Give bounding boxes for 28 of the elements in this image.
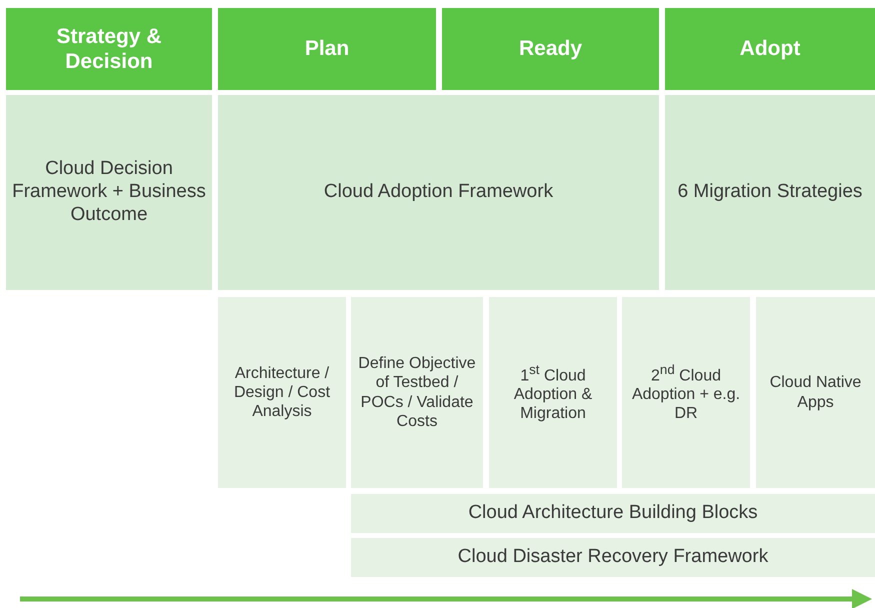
activity-panel — [351, 297, 483, 488]
content-panel — [665, 95, 875, 290]
bar-text: Cloud Architecture Building Blocks — [468, 502, 758, 525]
phase-header — [442, 8, 659, 90]
panel-text: Cloud Decision Framework + Business Outcome — [11, 158, 207, 227]
panel-text: Cloud Adoption Framework — [324, 181, 554, 204]
activity-text: Cloud Native Apps — [768, 373, 862, 412]
activity-panel — [489, 297, 617, 488]
phase-title: Plan — [304, 36, 350, 62]
phase-title: Strategy & Decision — [55, 24, 163, 74]
bar-text: Cloud Disaster Recovery Framework — [458, 546, 768, 569]
content-panel — [218, 95, 659, 290]
phase-header — [218, 8, 436, 90]
activity-panel — [756, 297, 875, 488]
activity-text: 2$^{nd}$ Cloud Adoption + e.g. DR — [630, 362, 742, 424]
phase-header — [665, 8, 875, 90]
framework-bar — [351, 494, 875, 533]
activity-text: Define Objective of Testbed / POCs / Validate Costs — [357, 354, 477, 431]
activity-panel — [622, 297, 750, 488]
activity-text: Architecture / Design / Cost Analysis — [232, 364, 332, 422]
content-panel — [6, 95, 212, 290]
framework-bar — [351, 538, 875, 577]
phase-title: Ready — [518, 36, 582, 62]
activity-text: 1$^{st}$ Cloud Adoption & Migration — [512, 362, 594, 424]
phase-title: Adopt — [740, 36, 800, 62]
phase-header — [6, 8, 212, 90]
panel-text: 6 Migration Strategies — [678, 181, 862, 204]
activity-panel — [218, 297, 346, 488]
